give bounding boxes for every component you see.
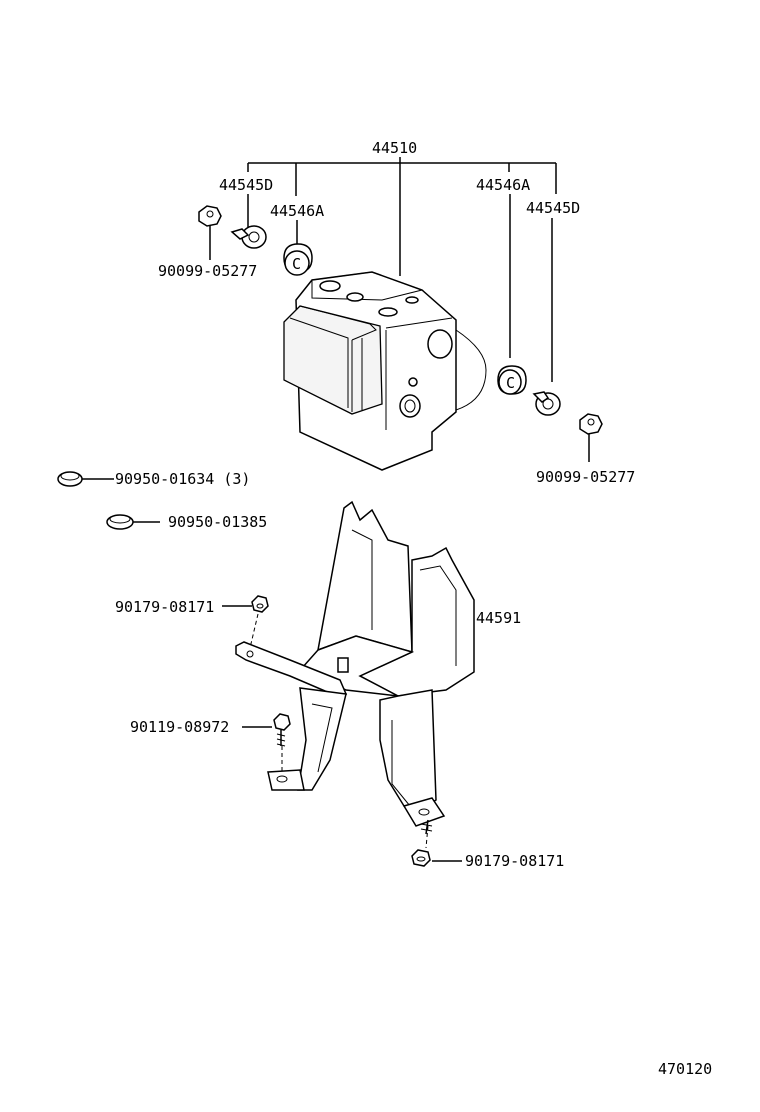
label-90179-08171-lower: 90179-08171 [465, 852, 564, 870]
label-90099-05277-left: 90099-05277 [158, 262, 257, 280]
grommet-90950-01385 [106, 514, 134, 530]
nut-90179-lower [411, 849, 431, 867]
label-90950-01634: 90950-01634 (3) [115, 470, 250, 488]
label-90099-05277-right: 90099-05277 [536, 468, 635, 486]
bolt-90119 [273, 713, 291, 747]
label-90179-08171-upper: 90179-08171 [115, 598, 214, 616]
svg-text:C: C [292, 255, 301, 273]
abs-actuator-44510 [283, 271, 487, 471]
bolt-90099-left [198, 205, 222, 227]
cushion-44546a-left: C [283, 243, 313, 276]
label-90950-01385: 90950-01385 [168, 513, 267, 531]
label-44545d-right: 44545D [526, 199, 580, 217]
label-44546a-left: 44546A [270, 202, 324, 220]
label-44546a-right: 44546A [476, 176, 530, 194]
label-44591: 44591 [476, 609, 521, 627]
collar-44545d-right [532, 391, 561, 416]
bracket-44591 [235, 500, 475, 835]
label-44510: 44510 [372, 139, 417, 157]
label-90119-08972: 90119-08972 [130, 718, 229, 736]
cushion-44546a-right: C [497, 365, 527, 395]
bolt-90099-right [579, 413, 603, 435]
grommet-90950-01634 [57, 471, 83, 487]
label-44545d-left: 44545D [219, 176, 273, 194]
nut-90179-upper [251, 595, 269, 613]
collar-44545d-left [230, 225, 267, 249]
part-labels: 44510 44545D 44546A 90099-05277 44546A 4… [115, 139, 712, 1078]
svg-text:C: C [506, 374, 515, 392]
drawing-number: 470120 [658, 1060, 712, 1078]
